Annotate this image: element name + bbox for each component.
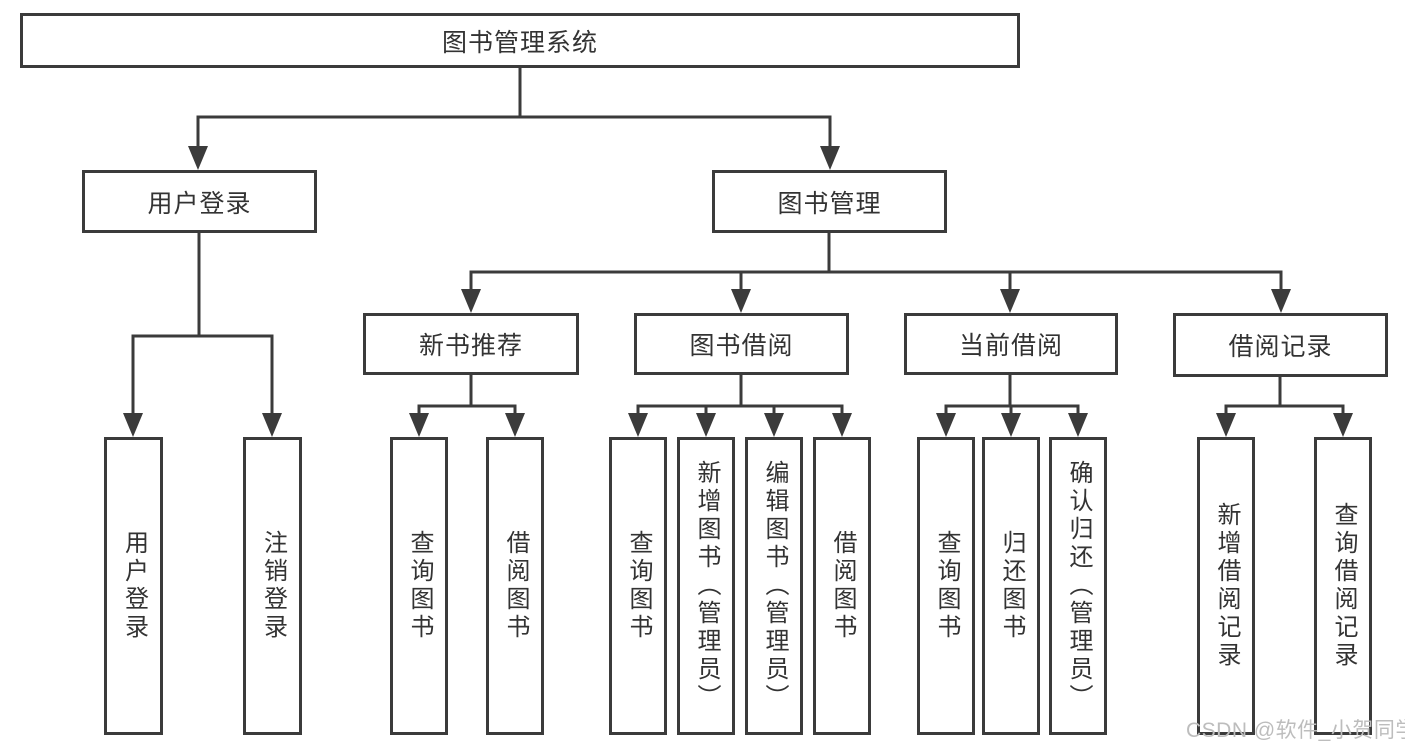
- arrow-down-icon: [1216, 413, 1236, 437]
- leaf-query-borrow-record: 查询借阅记录: [1314, 437, 1372, 735]
- node-label: 图书管理系统: [441, 28, 598, 57]
- node-label: 用户登录: [120, 530, 148, 642]
- node-label: 编辑图书（管理员）: [761, 460, 788, 712]
- node-root: 图书管理系统: [20, 13, 1020, 68]
- node-book-borrowing: 图书借阅: [634, 313, 849, 375]
- arrow-down-icon: [731, 289, 751, 313]
- node-current-borrowing: 当前借阅: [904, 313, 1118, 375]
- node-book-management: 图书管理: [712, 170, 947, 233]
- arrow-down-icon: [1333, 413, 1353, 437]
- arrow-down-icon: [1001, 413, 1021, 437]
- leaf-add-borrow-record: 新增借阅记录: [1197, 437, 1255, 735]
- arrow-down-icon: [505, 413, 525, 437]
- arrow-down-icon: [820, 146, 840, 170]
- arrow-down-icon: [1000, 289, 1020, 313]
- arrow-down-icon: [409, 413, 429, 437]
- leaf-user-login: 用户登录: [104, 437, 163, 735]
- node-label: 查询图书: [933, 530, 960, 642]
- node-label: 确认归还（管理员）: [1065, 460, 1092, 712]
- node-label: 借阅记录: [1228, 333, 1333, 361]
- arrow-down-icon: [936, 413, 956, 437]
- node-user-login: 用户登录: [82, 170, 317, 233]
- node-label: 图书借阅: [689, 332, 794, 360]
- arrow-down-icon: [764, 413, 784, 437]
- leaf-return-books: 归还图书: [982, 437, 1040, 735]
- leaf-add-books-admin: 新增图书（管理员）: [677, 437, 735, 735]
- arrow-down-icon: [832, 413, 852, 437]
- node-label: 查询图书: [625, 530, 652, 642]
- node-new-book-recommend: 新书推荐: [363, 313, 579, 375]
- leaf-borrow-books: 借阅图书: [813, 437, 871, 735]
- node-label: 新增图书（管理员）: [693, 460, 720, 712]
- arrow-down-icon: [1068, 413, 1088, 437]
- arrow-down-icon: [262, 413, 282, 437]
- arrow-down-icon: [461, 289, 481, 313]
- node-label: 借阅图书: [502, 530, 529, 642]
- csdn-watermark: CSDN @软件_小贺同学: [1186, 719, 1405, 742]
- leaf-edit-books-admin: 编辑图书（管理员）: [745, 437, 803, 735]
- arrow-down-icon: [696, 413, 716, 437]
- leaf-query-books-borrowing: 查询图书: [609, 437, 667, 735]
- arrowheads: [123, 146, 1353, 437]
- node-label: 新增借阅记录: [1213, 502, 1240, 670]
- arrow-down-icon: [1271, 289, 1291, 313]
- node-label: 借阅图书: [829, 530, 856, 642]
- node-label: 归还图书: [998, 530, 1025, 642]
- arrow-down-icon: [628, 413, 648, 437]
- leaf-confirm-return-admin: 确认归还（管理员）: [1049, 437, 1107, 735]
- leaf-borrow-books-recommend: 借阅图书: [486, 437, 544, 735]
- node-label: 用户登录: [147, 189, 252, 218]
- leaf-query-books-recommend: 查询图书: [390, 437, 448, 735]
- arrow-down-icon: [188, 146, 208, 170]
- node-label: 新书推荐: [418, 332, 523, 360]
- leaf-query-books-current: 查询图书: [917, 437, 975, 735]
- node-label: 查询借阅记录: [1330, 502, 1357, 670]
- node-label: 图书管理: [777, 189, 882, 218]
- node-borrowing-records: 借阅记录: [1173, 313, 1388, 377]
- node-label: 注销登录: [259, 530, 287, 642]
- node-label: 当前借阅: [958, 332, 1063, 360]
- arrow-down-icon: [123, 413, 143, 437]
- node-label: 查询图书: [406, 530, 433, 642]
- leaf-logout: 注销登录: [243, 437, 302, 735]
